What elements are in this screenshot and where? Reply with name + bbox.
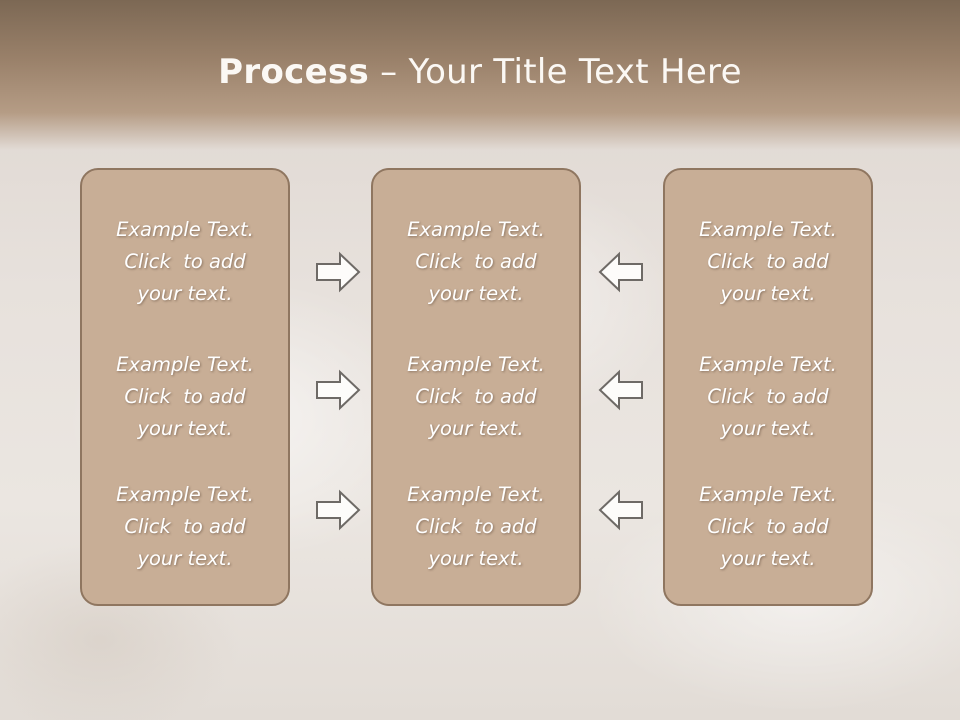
process-column-middle[interactable]: Example Text. Click to add your text. Ex…: [371, 168, 581, 606]
text-line: your text.: [428, 417, 524, 440]
title-banner: [0, 0, 960, 150]
text-line: your text.: [137, 417, 233, 440]
arrow-right-icon: [314, 250, 362, 294]
text-line: your text.: [137, 282, 233, 305]
text-line: your text.: [428, 282, 524, 305]
text-line: Click to add: [124, 385, 246, 408]
text-line: your text.: [720, 547, 816, 570]
text-line: Example Text.: [699, 483, 837, 506]
text-line: Example Text.: [699, 218, 837, 241]
text-line: Example Text.: [407, 353, 545, 376]
arrow-right-icon: [314, 368, 362, 412]
text-line: Example Text.: [116, 218, 254, 241]
process-column-right[interactable]: Example Text. Click to add your text. Ex…: [663, 168, 873, 606]
slide-title-rest: – Your Title Text Here: [369, 52, 742, 92]
arrow-left-icon: [597, 368, 645, 412]
text-block[interactable]: Example Text. Click to add your text.: [82, 479, 288, 575]
text-block[interactable]: Example Text. Click to add your text.: [665, 349, 871, 445]
text-line: your text.: [720, 417, 816, 440]
slide-title[interactable]: Process – Your Title Text Here: [0, 52, 960, 92]
text-line: Click to add: [124, 515, 246, 538]
text-block[interactable]: Example Text. Click to add your text.: [373, 479, 579, 575]
slide-title-bold: Process: [218, 52, 370, 92]
text-line: your text.: [137, 547, 233, 570]
text-line: Click to add: [415, 515, 537, 538]
text-block[interactable]: Example Text. Click to add your text.: [82, 349, 288, 445]
text-block[interactable]: Example Text. Click to add your text.: [82, 214, 288, 310]
text-line: Click to add: [707, 250, 829, 273]
text-line: Click to add: [415, 385, 537, 408]
text-block[interactable]: Example Text. Click to add your text.: [373, 349, 579, 445]
text-block[interactable]: Example Text. Click to add your text.: [665, 214, 871, 310]
arrow-left-icon: [597, 250, 645, 294]
process-column-left[interactable]: Example Text. Click to add your text. Ex…: [80, 168, 290, 606]
text-line: Click to add: [415, 250, 537, 273]
text-block[interactable]: Example Text. Click to add your text.: [373, 214, 579, 310]
text-line: your text.: [428, 547, 524, 570]
text-line: Example Text.: [116, 353, 254, 376]
text-line: Example Text.: [407, 218, 545, 241]
text-line: your text.: [720, 282, 816, 305]
arrow-left-icon: [597, 488, 645, 532]
text-line: Example Text.: [116, 483, 254, 506]
text-line: Example Text.: [699, 353, 837, 376]
text-line: Click to add: [124, 250, 246, 273]
text-line: Example Text.: [407, 483, 545, 506]
text-line: Click to add: [707, 385, 829, 408]
text-line: Click to add: [707, 515, 829, 538]
arrow-right-icon: [314, 488, 362, 532]
text-block[interactable]: Example Text. Click to add your text.: [665, 479, 871, 575]
